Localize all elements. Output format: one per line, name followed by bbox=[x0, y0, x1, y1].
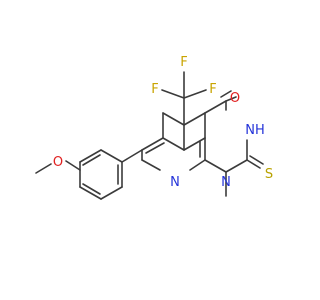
fluorine-top-label: F bbox=[180, 55, 187, 70]
fluorine-right-label: F bbox=[209, 82, 216, 97]
bonds bbox=[35, 71, 264, 200]
pyridine-nitrogen-label: N bbox=[170, 175, 180, 190]
ether-oxygen-label: O bbox=[53, 155, 63, 170]
sulfur-label: S bbox=[265, 167, 273, 182]
nh-label: NH bbox=[245, 123, 265, 138]
fluorine-left-label: F bbox=[151, 82, 158, 97]
carbonyl-oxygen-label: O bbox=[230, 91, 240, 106]
molecule-canvas: F F F O NH S N N O bbox=[35, 55, 274, 200]
methyl-nitrogen-label: N bbox=[221, 175, 231, 190]
molecule-structure: F F F O NH S N N O bbox=[35, 55, 273, 200]
atom-labels: F F F O NH S N N O bbox=[53, 55, 273, 190]
